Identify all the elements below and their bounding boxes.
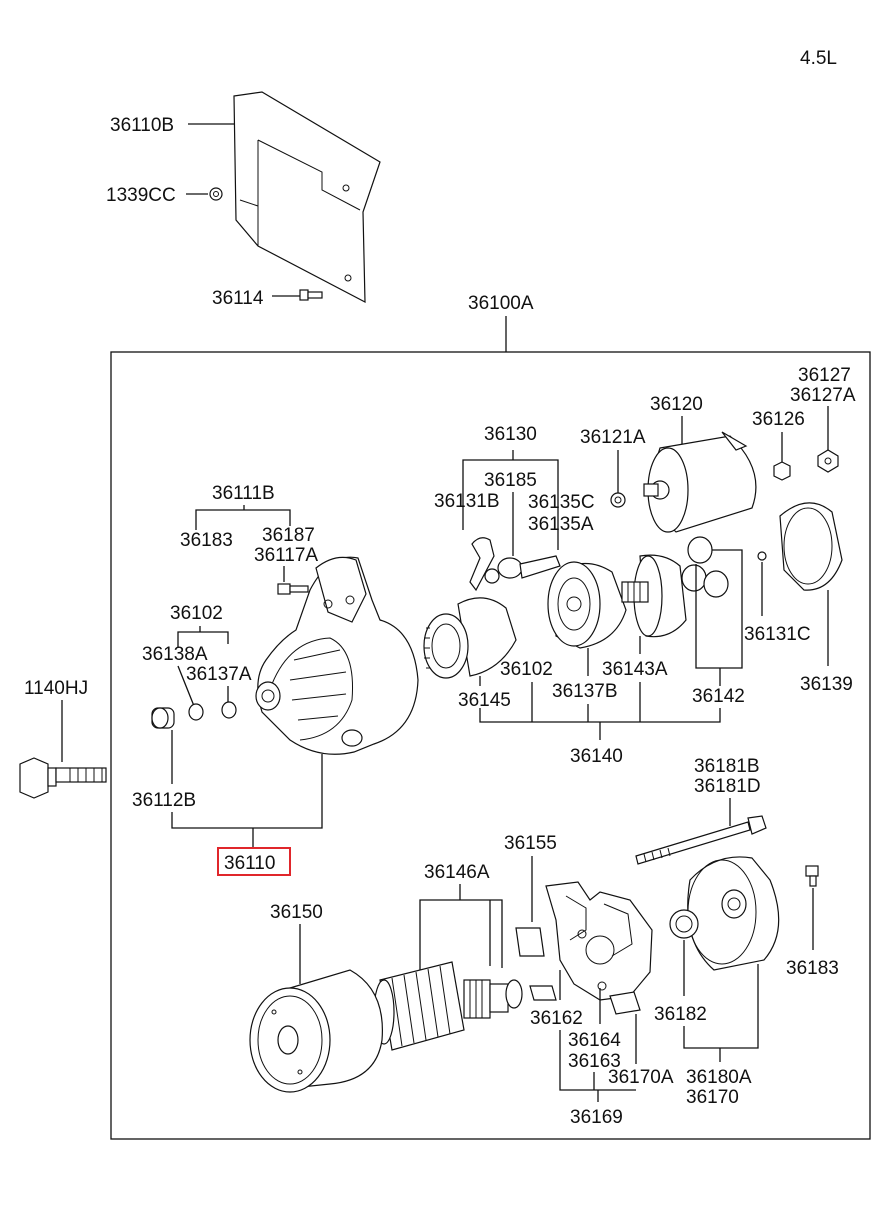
- label-36183-b: 36183: [786, 958, 839, 979]
- label-36183-a: 36183: [180, 530, 233, 551]
- label-36170: 36170: [686, 1087, 739, 1108]
- label-36117A: 36117A: [254, 545, 318, 566]
- label-36181D: 36181D: [694, 776, 761, 797]
- label-1339CC: 1339CC: [106, 185, 176, 206]
- label-36164: 36164: [568, 1030, 621, 1051]
- label-36102-a: 36102: [170, 603, 223, 624]
- label-36121A: 36121A: [580, 427, 646, 448]
- label-36162: 36162: [530, 1008, 583, 1029]
- cover-36139[interactable]: [779, 502, 843, 591]
- label-36112B: 36112B: [132, 790, 196, 811]
- label-36170A: 36170A: [608, 1067, 674, 1088]
- label-36180A: 36180A: [686, 1067, 752, 1088]
- pinion-clutch-36145[interactable]: [423, 597, 517, 679]
- label-36131C: 36131C: [744, 624, 811, 645]
- label-36140: 36140: [570, 746, 623, 767]
- label-36185: 36185: [484, 470, 537, 491]
- brush-holder-36169[interactable]: [545, 881, 653, 1001]
- label-36146A: 36146A: [424, 862, 490, 883]
- armature-36146A[interactable]: [373, 961, 523, 1051]
- label-36181B: 36181B: [694, 756, 760, 777]
- yoke-36150[interactable]: [249, 969, 383, 1093]
- label-36155: 36155: [504, 833, 557, 854]
- selected-part-highlight[interactable]: [217, 847, 291, 876]
- label-36131B: 36131B: [434, 491, 500, 512]
- spring-36170A[interactable]: [609, 991, 641, 1015]
- label-36110: 36110: [224, 853, 275, 874]
- label-36114: 36114: [212, 288, 264, 309]
- brush-36155[interactable]: [515, 927, 557, 1001]
- bushing-36112B[interactable]: [151, 707, 175, 729]
- engine-label: 4.5L: [800, 48, 837, 69]
- label-36127A: 36127A: [790, 385, 856, 406]
- planet-gears-36142[interactable]: [681, 536, 729, 598]
- ring-36131C[interactable]: [757, 551, 767, 561]
- washer-36121A[interactable]: [610, 492, 626, 508]
- label-36111B: 36111B: [212, 483, 275, 504]
- label-36135A: 36135A: [528, 514, 594, 535]
- label-36102-b: 36102: [500, 659, 553, 680]
- solenoid-36120[interactable]: [643, 431, 757, 533]
- through-bolt-36181[interactable]: [635, 815, 767, 865]
- bolt-36117A[interactable]: [277, 583, 309, 595]
- label-36110B: 36110B: [110, 115, 174, 136]
- bearing-36182[interactable]: [669, 909, 699, 939]
- label-36137A: 36137A: [186, 664, 252, 685]
- rear-cover-36170[interactable]: [687, 856, 780, 971]
- label-36135C: 36135C: [528, 492, 595, 513]
- nut-36126[interactable]: [773, 461, 791, 481]
- label-36137B: 36137B: [552, 681, 618, 702]
- label-36187: 36187: [262, 525, 315, 546]
- label-36169: 36169: [570, 1107, 623, 1128]
- nut-1339CC[interactable]: [209, 187, 223, 201]
- label-36120: 36120: [650, 394, 703, 415]
- label-36130: 36130: [484, 424, 537, 445]
- screw-36183[interactable]: [805, 865, 819, 887]
- heat-shield-bracket[interactable]: [233, 91, 381, 304]
- o-ring-36137A[interactable]: [221, 701, 237, 719]
- starter-assembly-frame: [110, 351, 871, 1140]
- label-36145: 36145: [458, 690, 511, 711]
- bolt-1140HJ[interactable]: [19, 757, 107, 799]
- label-36142: 36142: [692, 686, 745, 707]
- label-36138A: 36138A: [142, 644, 208, 665]
- shift-lever-36131B[interactable]: [469, 537, 561, 592]
- label-1140HJ: 1140HJ: [24, 678, 88, 699]
- label-36100A: 36100A: [468, 293, 534, 314]
- washer-36138A[interactable]: [188, 703, 204, 721]
- internal-gear-36137B[interactable]: [547, 561, 627, 649]
- label-36126: 36126: [752, 409, 805, 430]
- bolt-36114[interactable]: [299, 289, 323, 301]
- planet-shaft-36143A[interactable]: [621, 554, 687, 638]
- front-housing-36110[interactable]: [255, 556, 419, 755]
- label-36163: 36163: [568, 1051, 621, 1072]
- label-36182: 36182: [654, 1004, 707, 1025]
- label-36143A: 36143A: [602, 659, 668, 680]
- label-36127: 36127: [798, 365, 851, 386]
- label-36150: 36150: [270, 902, 323, 923]
- nut-36127[interactable]: [817, 449, 839, 473]
- label-36139: 36139: [800, 674, 853, 695]
